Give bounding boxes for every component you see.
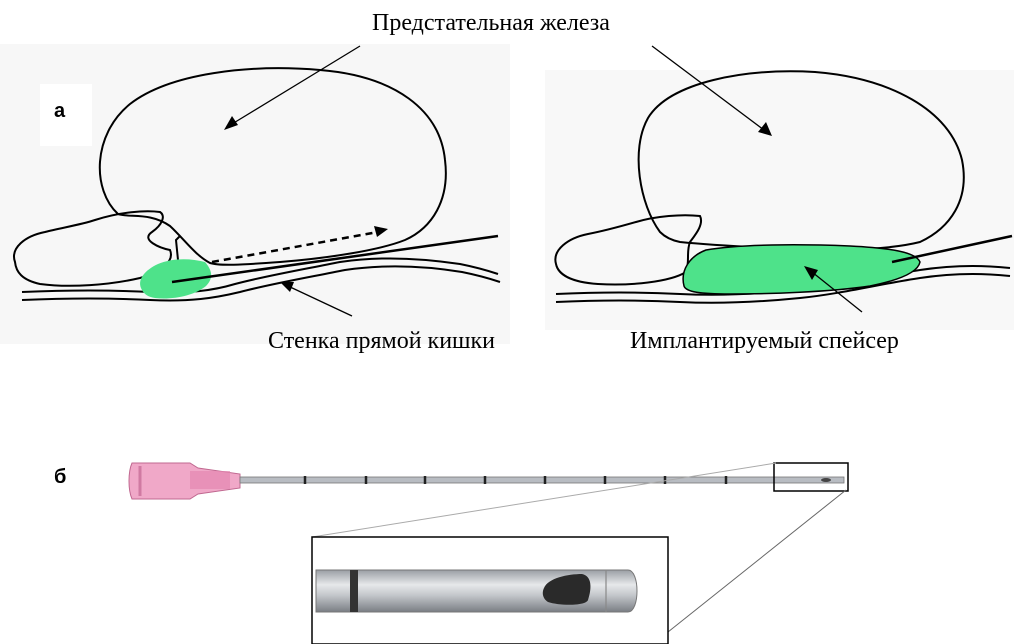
zoom-connector-right [668,490,846,632]
panel-letter-a: а [54,100,65,123]
needle-tip-hole [821,478,831,482]
needle-hub-inner [190,471,230,489]
panel-letter-a-box [40,84,92,146]
prostate-label: Предстательная железа [372,10,610,37]
panel-letter-b: б [54,466,66,489]
rectal-wall-label: Стенка прямой кишки [268,328,495,355]
zoom-connector-left [312,463,776,537]
implanted-spacer-label: Имплантируемый спейсер [630,328,899,355]
needle-icon [129,463,844,499]
inset-needle-marking [350,570,358,612]
needle-shaft [240,477,844,483]
